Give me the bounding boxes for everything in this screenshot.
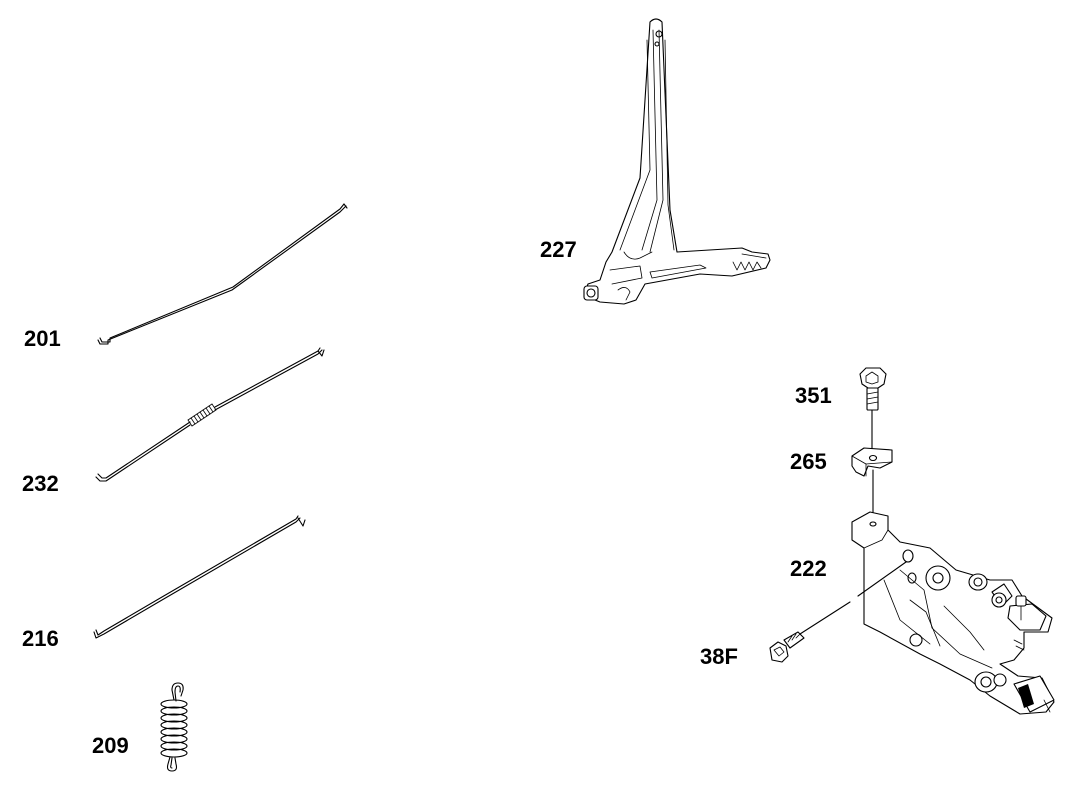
part-222-control-bracket — [851, 511, 1055, 715]
part-201-link-rod — [97, 203, 348, 345]
part-232-rod-with-spring — [95, 347, 325, 482]
spring-coils — [187, 403, 217, 427]
label-351: 351 — [795, 383, 832, 408]
leader-38F-b — [857, 561, 907, 597]
leader-38F-a — [799, 601, 851, 635]
label-265: 265 — [790, 449, 827, 474]
part-265-clip — [851, 447, 893, 477]
label-227: 227 — [540, 237, 577, 262]
part-227-control-lever — [583, 18, 771, 305]
part-216-link-rod — [93, 515, 306, 639]
part-209-extension-spring — [160, 682, 188, 772]
spring-209-coils — [160, 699, 188, 758]
label-216: 216 — [22, 626, 59, 651]
label-201: 201 — [24, 326, 61, 351]
label-209: 209 — [92, 733, 129, 758]
label-232: 232 — [22, 471, 59, 496]
label-38F: 38F — [700, 644, 738, 669]
part-38F-screw — [769, 631, 805, 663]
part-351-screw — [859, 367, 887, 411]
label-222: 222 — [790, 556, 827, 581]
